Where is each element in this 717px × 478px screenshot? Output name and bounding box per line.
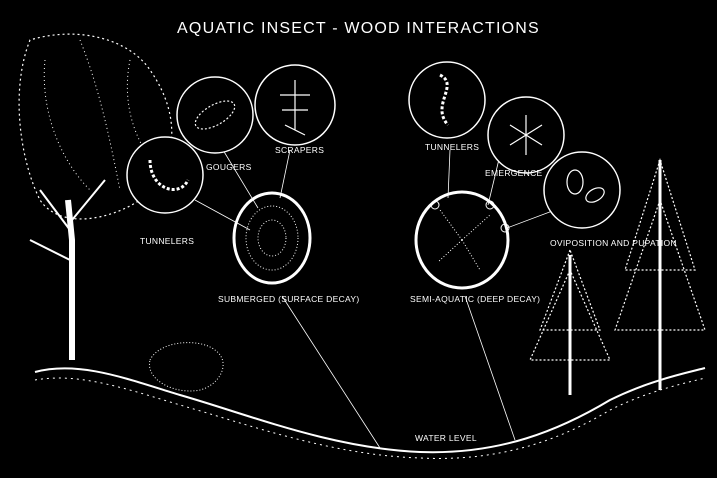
left-log bbox=[234, 193, 310, 283]
left-log-caption: SUBMERGED (SURFACE DECAY) bbox=[218, 294, 359, 304]
diagram-title: AQUATIC INSECT - WOOD INTERACTIONS bbox=[0, 20, 717, 38]
right-log-caption: SEMI-AQUATIC (DEEP DECAY) bbox=[410, 294, 540, 304]
shrub bbox=[149, 343, 223, 391]
stream-bed bbox=[35, 368, 705, 452]
water-level-label: WATER LEVEL bbox=[415, 433, 477, 443]
label-gougers: GOUGERS bbox=[206, 162, 252, 172]
label-left-tunnelers: TUNNELERS bbox=[140, 236, 194, 246]
label-emergence: EMERGENCE bbox=[485, 168, 543, 178]
label-oviposition: OVIPOSITION AND PUPATION bbox=[550, 238, 677, 248]
label-right-tunnelers: TUNNELERS bbox=[425, 142, 479, 152]
label-scrapers: SCRAPERS bbox=[275, 145, 324, 155]
right-log bbox=[416, 192, 509, 288]
